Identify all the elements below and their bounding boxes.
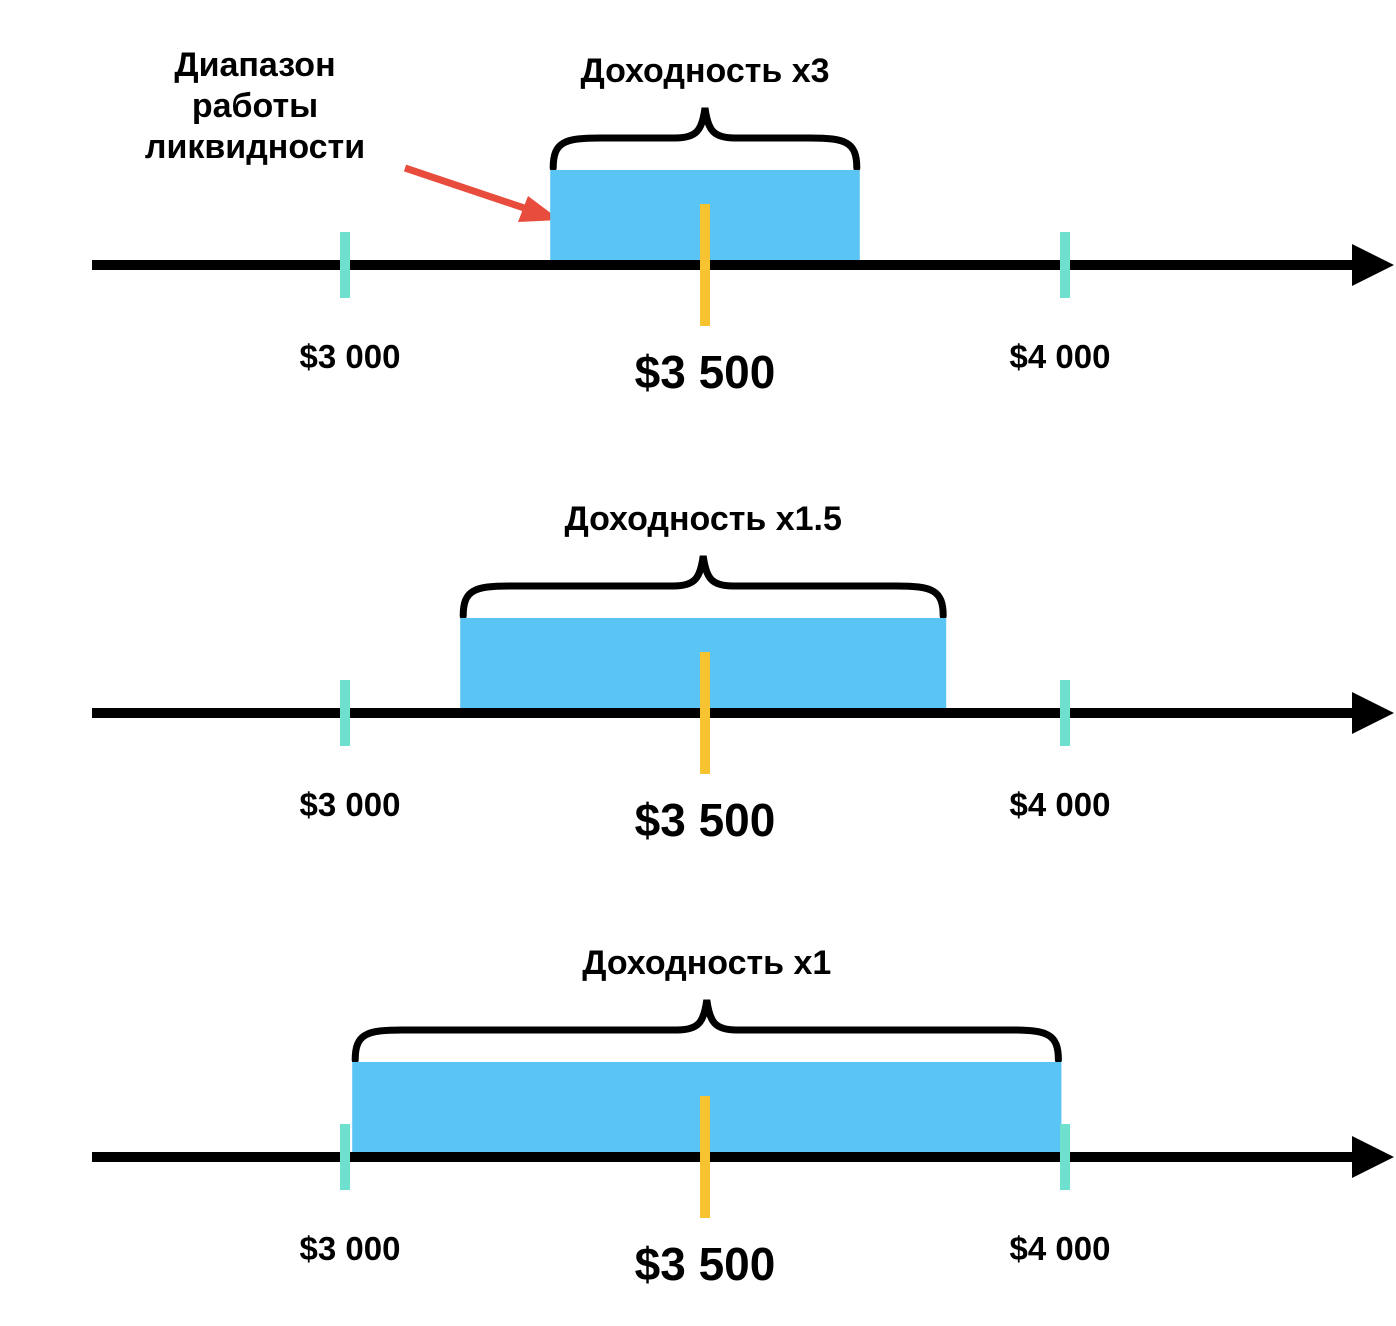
- brace: [549, 107, 861, 172]
- brace: [351, 999, 1062, 1064]
- axis-arrowhead: [1352, 244, 1394, 286]
- tick-label-4000: $4 000: [1010, 338, 1111, 375]
- tick-label-3000: $3 000: [300, 786, 401, 823]
- tick-3000: [340, 680, 350, 746]
- current-price-label: $3 500: [635, 1238, 776, 1290]
- current-price-marker: [700, 204, 710, 326]
- annotation: Диапазон работы ликвидности: [145, 46, 560, 222]
- panel-yield-x1: Доходность x1 $3 000 $4 000 $3 500: [92, 944, 1394, 1290]
- tick-3000: [340, 1124, 350, 1190]
- panel-title: Доходность x1.5: [564, 500, 841, 538]
- tick-label-3000: $3 000: [300, 1230, 401, 1267]
- brace: [459, 555, 947, 620]
- tick-label-4000: $4 000: [1010, 786, 1111, 823]
- tick-4000: [1060, 232, 1070, 298]
- axis-arrowhead: [1352, 692, 1394, 734]
- tick-4000: [1060, 680, 1070, 746]
- panel-yield-x1-5: Доходность x1.5 $3 000 $4 000 $3 500: [92, 500, 1394, 846]
- current-price-label: $3 500: [635, 794, 776, 846]
- annotation-arrow-head: [518, 196, 560, 222]
- tick-4000: [1060, 1124, 1070, 1190]
- tick-3000: [340, 232, 350, 298]
- panel-title: Доходность x1: [582, 944, 831, 982]
- current-price-marker: [700, 652, 710, 774]
- annotation-line-2: работы: [192, 87, 318, 125]
- panel-yield-x3: Доходность x3 $3 000 $4 000 $3 500: [92, 52, 1394, 398]
- tick-label-4000: $4 000: [1010, 1230, 1111, 1267]
- axis-arrowhead: [1352, 1136, 1394, 1178]
- tick-label-3000: $3 000: [300, 338, 401, 375]
- panel-title: Доходность x3: [580, 52, 829, 90]
- annotation-line-1: Диапазон: [174, 46, 335, 84]
- current-price-marker: [700, 1096, 710, 1218]
- annotation-line-3: ликвидности: [145, 128, 365, 166]
- current-price-label: $3 500: [635, 346, 776, 398]
